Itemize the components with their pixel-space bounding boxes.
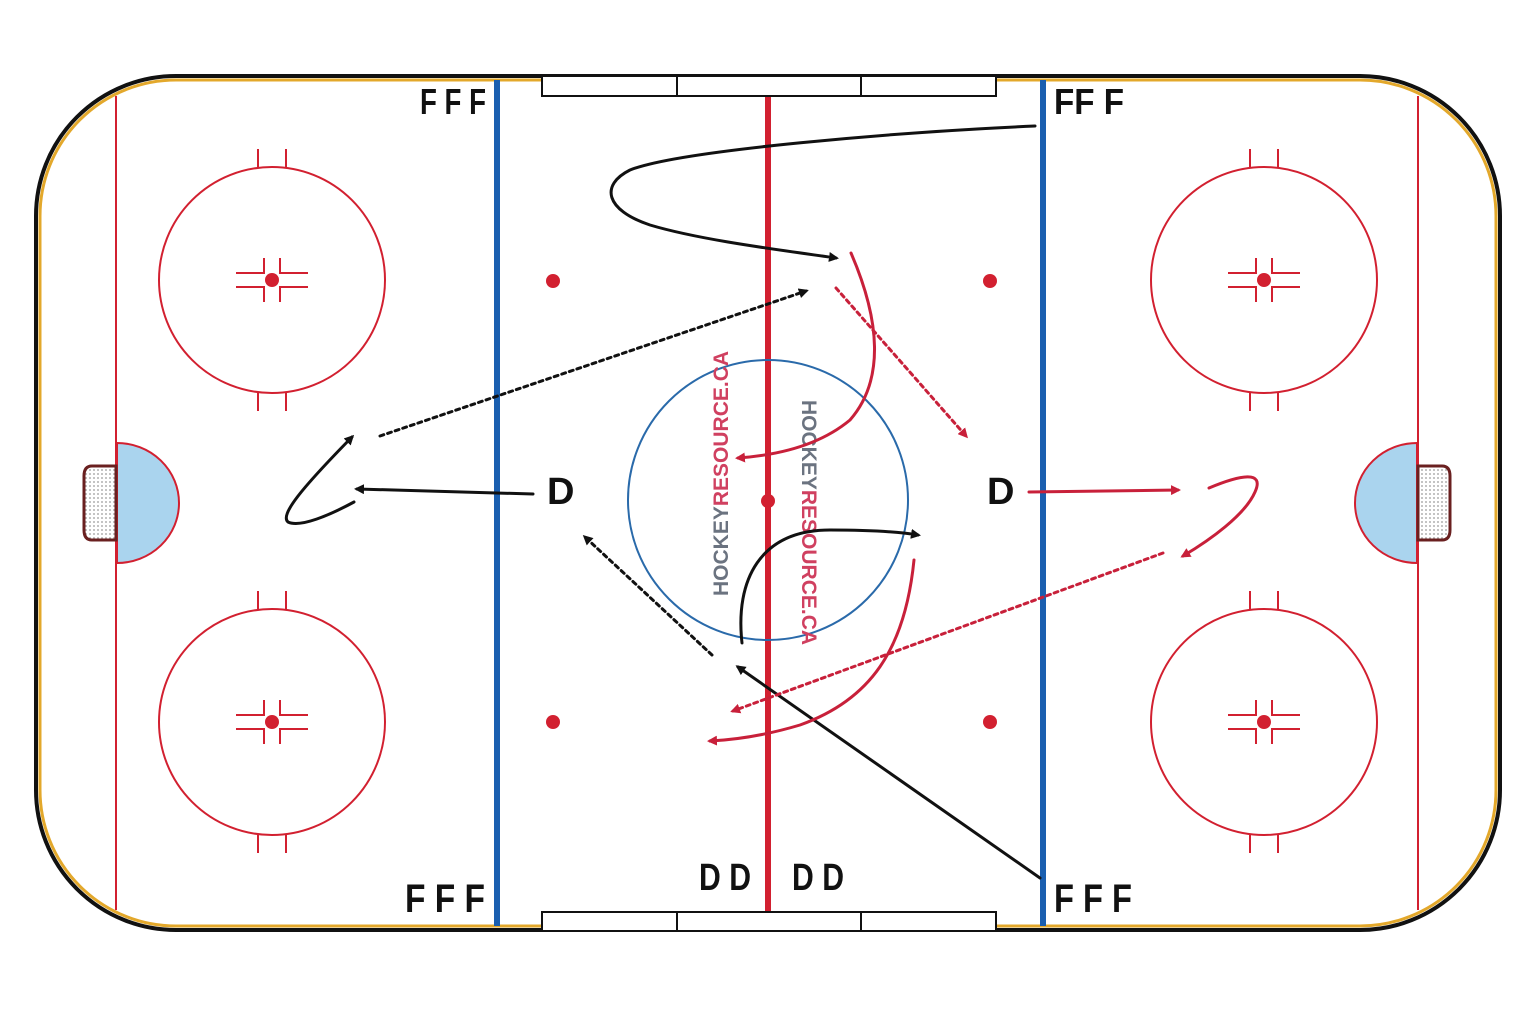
faceoff-circle-bottom-right: [1150, 591, 1378, 853]
pass-path-d-left: [354, 484, 535, 496]
players-left-top: F F F: [420, 81, 486, 122]
neutral-dot-bottom-left: [546, 715, 560, 729]
faceoff-circle-bottom-left: [158, 591, 386, 853]
goal-net-right: [1416, 464, 1452, 542]
faceoff-circle-top-right-dot: [1257, 273, 1271, 287]
goal-crease-right: [1354, 441, 1418, 565]
bench-top: [541, 75, 997, 97]
pass-path-red-d-right: [1027, 485, 1181, 496]
faceoff-circle-top-left-dot: [265, 273, 279, 287]
skate-path-bottom-forward: [735, 665, 1042, 880]
players-bench-left: D D: [699, 857, 751, 899]
players-right-top: FF F: [1054, 81, 1124, 122]
skate-path-top-forward: [609, 124, 1037, 262]
watermark-left: HOCKEYRESOURCE.CA: [710, 351, 733, 596]
faceoff-circle-bottom-right-dot: [1257, 715, 1271, 729]
neutral-dot-top-right: [983, 274, 997, 288]
faceoff-circles: [158, 149, 1378, 853]
neutral-dot-bottom-right: [983, 715, 997, 729]
goal-crease-left: [116, 441, 180, 565]
watermark-right: HOCKEYRESOURCE.CA: [797, 400, 820, 645]
pass-path-dotted-bottom: [582, 534, 714, 657]
skate-path-red-bottom: [707, 558, 916, 746]
players-left-bottom: F F F: [405, 877, 485, 921]
drill-paths-black: [284, 124, 1042, 880]
faceoff-circle-top-left: [158, 149, 386, 411]
skate-path-center-curl: [739, 528, 921, 645]
faceoff-circle-bottom-left-dot: [265, 715, 279, 729]
player-d-right: D: [987, 471, 1014, 513]
center-circle: [627, 359, 909, 641]
skate-path-red-right-loop: [1180, 475, 1259, 558]
drill-paths-red: [707, 251, 1259, 746]
bench-bottom: [541, 911, 997, 932]
pass-path-red-dotted-top: [834, 286, 968, 439]
player-d-left: D: [547, 471, 574, 513]
skate-path-left-loop: [284, 434, 356, 525]
skate-path-red-top: [735, 251, 876, 463]
neutral-dot-top-left: [546, 274, 560, 288]
faceoff-circle-top-right: [1150, 149, 1378, 411]
center-dot: [761, 494, 775, 508]
pass-path-dotted-top: [378, 288, 809, 438]
players-right-bottom: F F F: [1054, 877, 1132, 921]
pass-path-red-dotted-bottom: [730, 551, 1165, 714]
players-bench-right: D D: [792, 857, 844, 899]
goal-net-left: [82, 464, 118, 542]
